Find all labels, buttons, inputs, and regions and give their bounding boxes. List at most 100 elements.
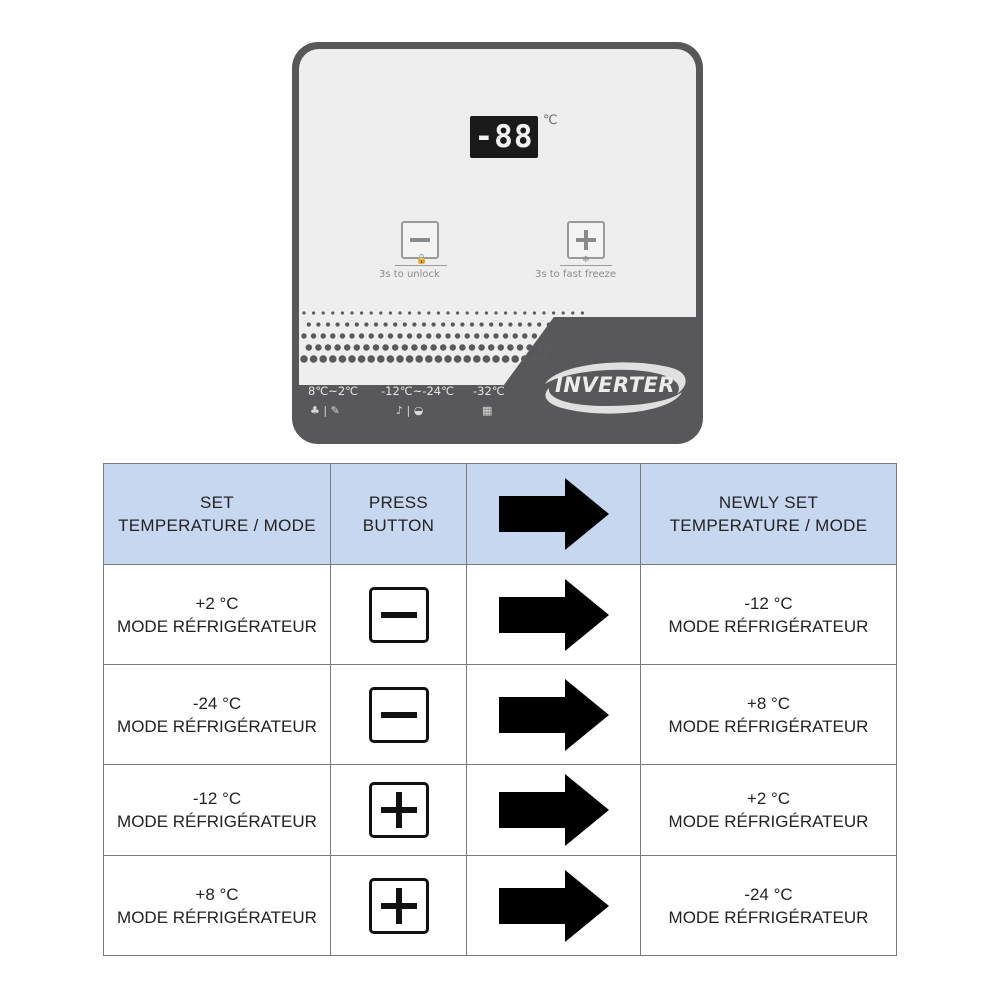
header-newly-set-temperature: NEWLY SET TEMPERATURE / MODE <box>640 463 897 565</box>
pattern-dot <box>330 333 336 339</box>
press-button-cell <box>330 564 467 665</box>
pattern-dot <box>531 333 538 339</box>
pattern-dot <box>415 355 423 363</box>
temperature-display: -88 <box>470 116 538 158</box>
minus-icon <box>410 238 430 242</box>
pattern-dot <box>301 333 307 339</box>
press-button-cell <box>330 664 467 765</box>
pattern-dot <box>537 322 542 327</box>
set-temperature-cell: +8 °C MODE RÉFRIGÉRATEUR <box>103 855 331 956</box>
pattern-dot <box>521 355 529 363</box>
arrow-cell <box>466 855 641 956</box>
pattern-dot <box>473 355 481 363</box>
pattern-dot <box>464 333 470 339</box>
newly-set-temperature-cell: +2 °C MODE RÉFRIGÉRATEUR <box>640 764 897 856</box>
pattern-dot <box>560 333 566 339</box>
pattern-dot <box>417 311 421 315</box>
pattern-dot <box>354 322 359 327</box>
newly-set-temperature-cell: -12 °C MODE RÉFRIGÉRATEUR <box>640 564 897 665</box>
pattern-dot <box>517 322 523 327</box>
pattern-dot <box>527 322 532 327</box>
pattern-dot <box>475 311 479 315</box>
mode-freezer-icons: ♪ | ◒ <box>396 404 424 417</box>
pattern-dot <box>411 344 418 351</box>
arrow-cell <box>466 564 641 665</box>
inverter-logo: INVERTER <box>555 373 676 397</box>
pattern-dot <box>383 322 388 327</box>
pattern-dot <box>315 344 322 351</box>
newly-set-temperature-cell: +8 °C MODE RÉFRIGÉRATEUR <box>640 664 897 765</box>
header-arrow-cell <box>466 463 641 565</box>
pattern-dot <box>507 344 514 351</box>
pattern-dot <box>427 311 431 315</box>
plus-button-icon <box>368 877 429 934</box>
pattern-dot <box>325 322 331 327</box>
pattern-dot <box>324 344 332 351</box>
panel-plus-button[interactable] <box>567 221 605 259</box>
pattern-dot <box>426 333 432 339</box>
table-row: +2 °C MODE RÉFRIGÉRATEUR -12 °C MODE RÉF… <box>103 564 897 665</box>
pattern-dot <box>329 355 337 363</box>
pattern-dot <box>309 355 318 363</box>
dot-pattern <box>300 311 584 363</box>
pattern-dot <box>421 322 427 327</box>
pattern-dot <box>535 344 543 351</box>
pattern-dot <box>377 355 385 363</box>
set-temperature-cell: -24 °C MODE RÉFRIGÉRATEUR <box>103 664 331 765</box>
pattern-dot <box>406 333 413 339</box>
pattern-dot <box>358 333 365 339</box>
pattern-dot <box>463 355 471 363</box>
pattern-dot <box>393 322 398 327</box>
pattern-dot <box>502 333 509 339</box>
arrow-right-icon <box>498 869 609 942</box>
pattern-dot <box>561 311 565 315</box>
mode-freezer-temp: -12℃~-24℃ <box>381 384 455 398</box>
table-header-row: SET TEMPERATURE / MODE PRESS BUTTON NEWL… <box>103 463 897 565</box>
pattern-dot <box>522 333 528 339</box>
pattern-dot <box>516 344 524 351</box>
pattern-dot <box>364 322 369 327</box>
pattern-dot <box>368 333 374 339</box>
pattern-dot <box>345 322 350 327</box>
pattern-dot <box>343 344 351 351</box>
mode-deep-freeze-temp: -32℃ <box>473 384 505 398</box>
pattern-dot <box>372 344 380 351</box>
pattern-dot <box>530 355 539 363</box>
header-press-button: PRESS BUTTON <box>330 463 467 565</box>
snowflake-icon: ❄ <box>582 255 590 265</box>
plus-button-icon <box>368 782 429 838</box>
arrow-cell <box>466 764 641 856</box>
fruit-icon: ♣ <box>310 404 320 417</box>
fast-freeze-caption: 3s to fast freeze <box>535 269 617 280</box>
meat-icon: ◒ <box>413 404 424 417</box>
table-row: +8 °C MODE RÉFRIGÉRATEUR -24 °C MODE RÉF… <box>103 855 897 956</box>
pattern-dot <box>546 322 551 327</box>
pattern-dot <box>474 333 480 339</box>
pattern-dot <box>435 333 442 339</box>
lock-icon: 🔓 <box>416 255 428 265</box>
pattern-dot <box>378 333 384 339</box>
arrow-cell <box>466 664 641 765</box>
press-button-cell <box>330 764 467 856</box>
arrow-right-icon <box>498 678 609 751</box>
pattern-dot <box>321 311 325 315</box>
pattern-dot <box>483 333 490 339</box>
pattern-dot <box>316 322 321 327</box>
pattern-dot <box>425 355 433 363</box>
pattern-dot <box>388 311 392 315</box>
pattern-dot <box>512 333 518 339</box>
pattern-dot <box>397 333 403 339</box>
pattern-dot <box>430 344 437 351</box>
pattern-dot <box>302 311 306 315</box>
pattern-dot <box>360 311 364 315</box>
ice-cubes-icon: ▦ <box>482 404 493 417</box>
pattern-dot <box>459 344 466 351</box>
pattern-dot <box>494 311 498 315</box>
panel-minus-button[interactable] <box>401 221 439 259</box>
celsius-unit: ℃ <box>543 113 558 128</box>
pattern-dot <box>310 333 317 339</box>
pattern-dot <box>460 322 465 327</box>
pattern-dot <box>391 344 399 351</box>
pattern-dot <box>492 355 500 363</box>
pattern-dot <box>565 322 571 327</box>
